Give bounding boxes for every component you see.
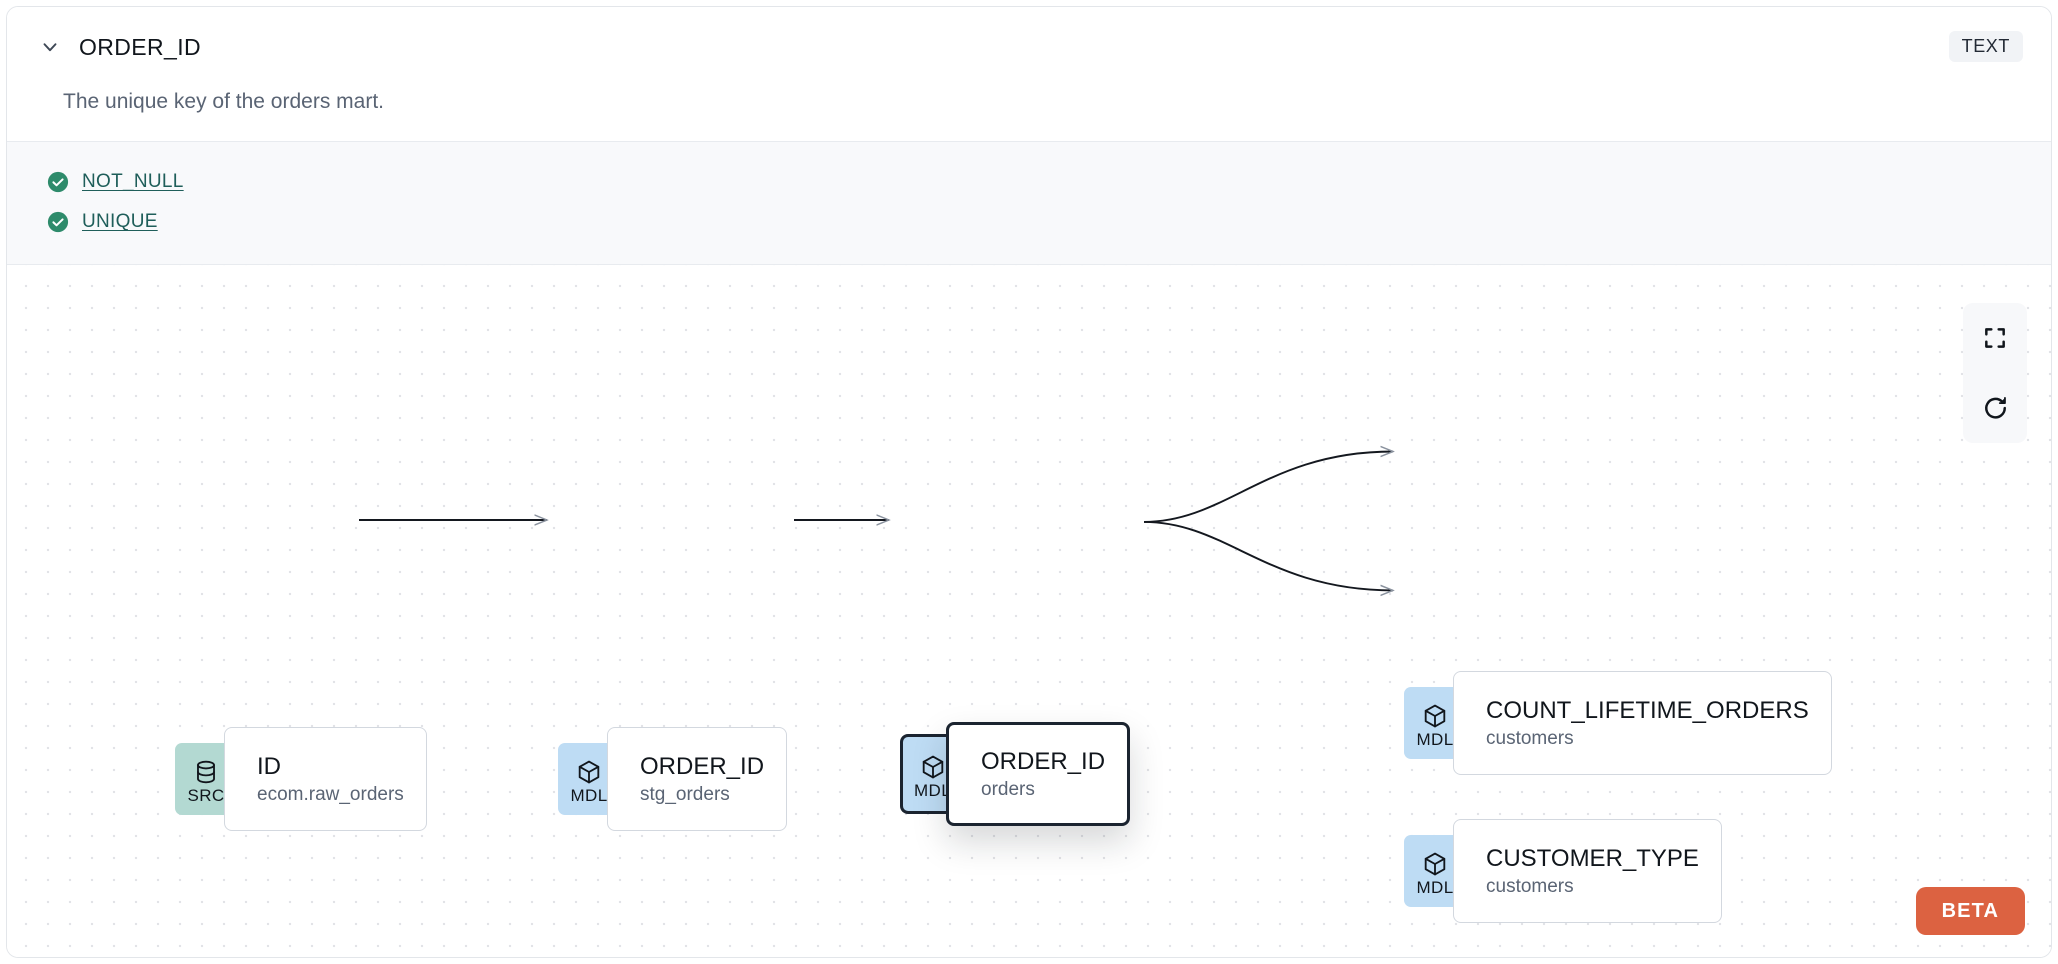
refresh-icon (1984, 396, 2006, 419)
lineage-node-orders[interactable]: MDL ORDER_ID orders (900, 722, 1131, 827)
column-description: The unique key of the orders mart. (63, 90, 384, 113)
fit-view-icon (1985, 328, 2005, 349)
column-detail-card: ORDER_ID TEXT The unique key of the orde… (6, 6, 2052, 958)
cube-icon (1424, 852, 1446, 876)
node-name: ORDER_ID (981, 747, 1106, 775)
node-badge-label: MDL (1416, 877, 1454, 897)
column-header-section: ORDER_ID TEXT The unique key of the orde… (7, 7, 2051, 142)
column-type-badge: TEXT (1948, 31, 2023, 62)
beta-badge[interactable]: BETA (1915, 887, 2025, 935)
test-row[interactable]: NOT_NULL (7, 162, 2051, 202)
fit-view-button[interactable] (1963, 303, 2027, 373)
node-name: ORDER_ID (640, 752, 765, 780)
node-name: ID (257, 752, 281, 780)
node-body: ORDER_ID stg_orders (607, 727, 788, 832)
node-badge-label: MDL (913, 780, 952, 800)
cube-icon (1424, 704, 1446, 728)
chevron-down-icon[interactable] (35, 32, 65, 62)
node-body: CUSTOMER_TYPE customers (1453, 819, 1722, 924)
column-tests-section: NOT_NULL UNIQUE (7, 141, 2051, 266)
lineage-node-customer-type[interactable]: MDL CUSTOMER_TYPE customers (1404, 819, 1722, 924)
lineage-node-src-id[interactable]: SRC ID ecom.raw_orders (175, 727, 427, 832)
node-body: ID ecom.raw_orders (224, 727, 427, 832)
check-circle-icon (47, 212, 69, 233)
cube-icon (578, 760, 600, 784)
check-circle-icon (47, 172, 69, 193)
column-header-row: ORDER_ID (35, 29, 2023, 65)
node-name: CUSTOMER_TYPE (1486, 844, 1699, 872)
lineage-node-count-lifetime-orders[interactable]: MDL COUNT_LIFETIME_ORDERS customers (1404, 671, 1832, 776)
node-subtitle: orders (981, 779, 1035, 801)
node-body: ORDER_ID orders (946, 722, 1131, 827)
node-body: COUNT_LIFETIME_ORDERS customers (1453, 671, 1832, 776)
lineage-graph-canvas[interactable]: SRC ID ecom.raw_orders MDL ORDER_ID stg_… (7, 265, 2051, 957)
test-link[interactable]: UNIQUE (82, 211, 158, 233)
canvas-controls-panel (1963, 303, 2027, 444)
lineage-edges (359, 265, 2051, 957)
node-badge-label: MDL (570, 785, 608, 805)
lineage-node-stg-orders[interactable]: MDL ORDER_ID stg_orders (558, 727, 788, 832)
node-subtitle: stg_orders (640, 784, 730, 806)
reset-button[interactable] (1963, 373, 2027, 443)
node-subtitle: ecom.raw_orders (257, 784, 404, 806)
node-badge-label: MDL (1416, 729, 1454, 749)
node-name: COUNT_LIFETIME_ORDERS (1486, 696, 1809, 724)
test-row[interactable]: UNIQUE (7, 202, 2051, 242)
node-badge-label: SRC (187, 785, 225, 805)
cube-icon (922, 755, 943, 779)
page-title: ORDER_ID (79, 33, 202, 60)
node-subtitle: customers (1486, 876, 1574, 898)
test-link[interactable]: NOT_NULL (82, 171, 184, 193)
database-icon (197, 760, 215, 783)
node-subtitle: customers (1486, 728, 1574, 750)
